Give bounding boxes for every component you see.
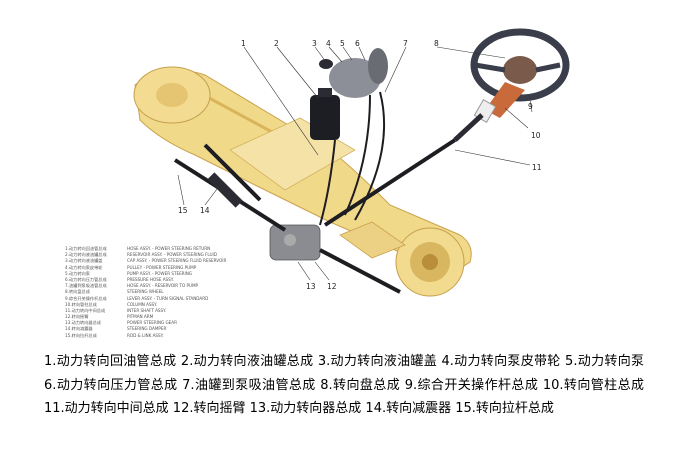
callout-3: 3 [312, 39, 317, 48]
callout-14: 14 [200, 206, 210, 215]
callout-6: 6 [355, 39, 360, 48]
steering-column [453, 82, 525, 142]
hoses [319, 91, 386, 226]
callout-12: 12 [327, 282, 337, 291]
callout-11: 11 [532, 163, 542, 172]
leader-lines [177, 46, 533, 281]
callout-5: 5 [340, 39, 345, 48]
callout-7: 7 [403, 39, 408, 48]
callout-9: 9 [528, 102, 533, 111]
parts-caption: 1.动力转向回油管总成 2.动力转向液油罐总成 3.动力转向液油罐盖 4.动力转… [44, 354, 644, 416]
callout-8: 8 [434, 39, 439, 48]
power-steering-diagram: 1 2 3 4 5 6 7 8 9 10 11 12 13 14 15 [133, 28, 570, 297]
steering-wheel-icon [470, 28, 570, 102]
pump-icon [319, 48, 388, 98]
reservoir-icon [310, 88, 340, 140]
callout-15: 15 [178, 206, 188, 215]
callout-2: 2 [274, 39, 279, 48]
callout-1: 1 [241, 39, 246, 48]
steering-gear-icon [269, 224, 321, 261]
damper-icon [207, 172, 243, 208]
callout-numbers: 1 2 3 4 5 6 7 8 9 10 11 12 13 14 15 [178, 39, 542, 291]
callout-13: 13 [306, 282, 316, 291]
callout-10: 10 [531, 131, 541, 140]
callout-4: 4 [326, 39, 331, 48]
